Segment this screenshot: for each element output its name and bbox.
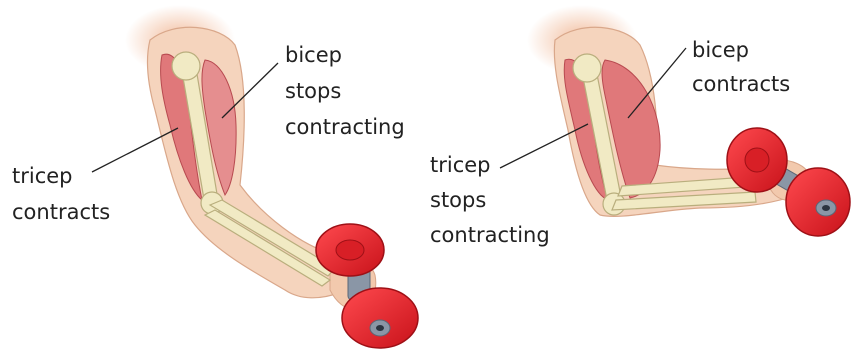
left-bicep-label-line1: bicep <box>285 43 342 67</box>
right-bicep-label-line1: bicep <box>692 38 749 62</box>
left-bicep-label-line3: contracting <box>285 115 405 139</box>
left-tricep-label-line1: tricep <box>12 164 73 188</box>
right-tricep-label-line3: contracting <box>430 223 550 247</box>
right-arm-illustration <box>527 5 850 236</box>
right-tricep-label-line2: stops <box>430 188 486 212</box>
left-tricep-label: tricep contracts <box>12 164 110 224</box>
left-bicep-label: bicep stops contracting <box>285 43 405 139</box>
right-dumbbell <box>727 128 850 236</box>
left-bicep-label-line2: stops <box>285 79 341 103</box>
right-tricep-label-line1: tricep <box>430 153 491 177</box>
right-bicep-label: bicep contracts <box>692 38 790 96</box>
left-tricep-label-line2: contracts <box>12 200 110 224</box>
left-arm-illustration <box>125 5 418 348</box>
right-bicep-label-line2: contracts <box>692 72 790 96</box>
right-tricep-label: tricep stops contracting <box>430 153 550 247</box>
